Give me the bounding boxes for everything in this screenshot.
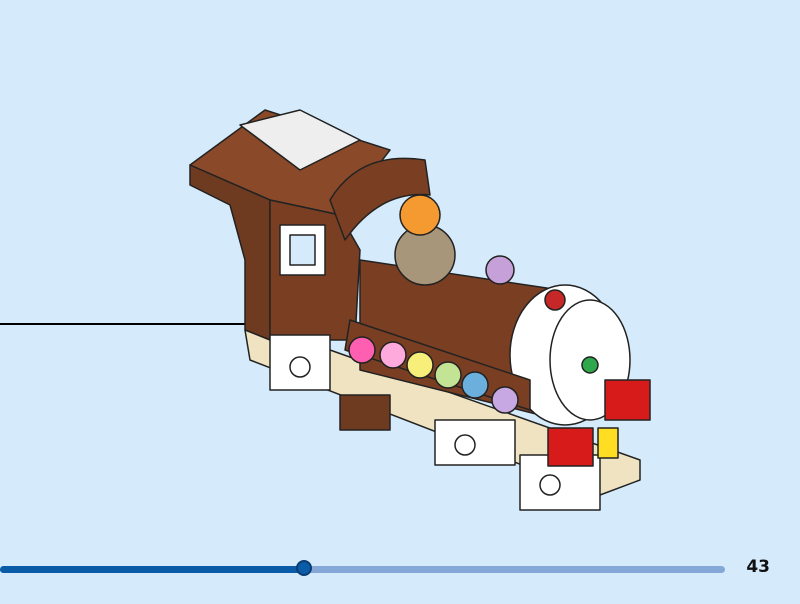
progress-fill <box>0 566 305 573</box>
step-progress-slider[interactable] <box>0 560 725 576</box>
gingerbread-train-model <box>189 109 651 511</box>
step-number: 43 <box>746 557 770 577</box>
progress-track[interactable] <box>0 566 725 573</box>
progress-thumb[interactable] <box>295 560 312 576</box>
instruction-step-illustration <box>0 109 651 511</box>
